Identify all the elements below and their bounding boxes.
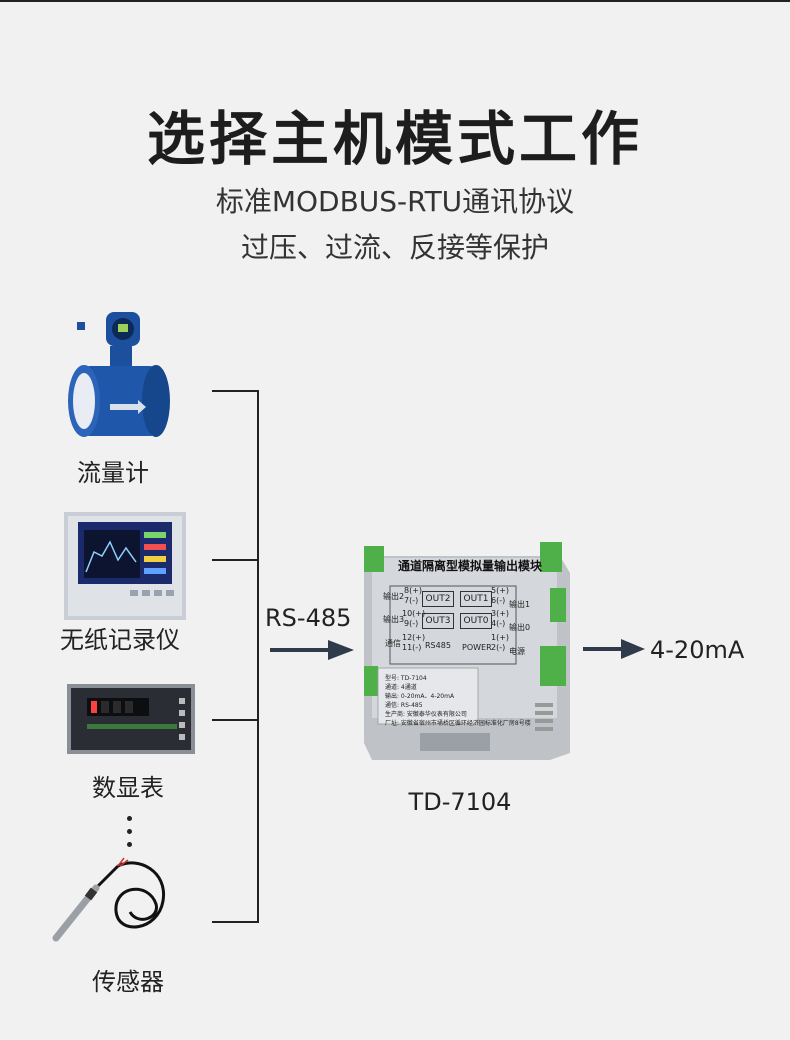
- out-box-out0: OUT0: [460, 613, 492, 629]
- output-arrow-icon: [583, 639, 645, 659]
- terminal-right-5: 1(+): [491, 633, 510, 642]
- terminal-right-4: 4(-): [491, 619, 506, 628]
- device-label-display-meter: 数显表: [92, 774, 164, 802]
- out-box-out3: OUT3: [422, 613, 454, 629]
- top-border: [0, 0, 790, 2]
- flowmeter-icon: [68, 312, 170, 437]
- input-arrow-icon: [270, 640, 354, 660]
- terminal-tag-out0: 输出0: [509, 623, 531, 632]
- module-info-maker: 生产商: 安徽泰华仪表有限公司: [385, 711, 467, 718]
- module-bus-label: RS485: [425, 641, 451, 650]
- terminal-left-5: 12(+): [402, 633, 426, 642]
- terminal-tag-out1: 输出1: [509, 600, 531, 609]
- connector-display-meter: [212, 719, 259, 721]
- bus-bracket: [257, 390, 259, 923]
- module-info-channels: 通道: 4通道: [385, 684, 417, 691]
- subtitle-protection: 过压、过流、反接等保护: [240, 231, 549, 264]
- out-box-out1: OUT1: [460, 591, 492, 607]
- ellipsis-dot: [127, 829, 132, 834]
- module-model-label: TD-7104: [408, 788, 512, 816]
- terminal-left-3: 10(+): [402, 609, 426, 618]
- module-info-model: 型号: TD-7104: [385, 675, 427, 682]
- terminal-left-1: 8(+): [404, 586, 423, 595]
- terminal-right-6: 2(-): [491, 643, 506, 652]
- subtitle-protocol: 标准MODBUS-RTU通讯协议: [215, 185, 575, 218]
- sensor-icon: [52, 857, 165, 942]
- device-label-flowmeter: 流量计: [77, 459, 149, 487]
- connector-recorder: [212, 559, 259, 561]
- terminal-right-3: 3(+): [491, 609, 510, 618]
- device-label-recorder: 无纸记录仪: [60, 626, 180, 654]
- terminal-right-2: 6(-): [491, 596, 506, 605]
- paperless-recorder-icon: [64, 512, 186, 620]
- module-info-output: 输出: 0-20mA、4-20mA: [385, 693, 455, 700]
- module-panel-title: 通道隔离型模拟量输出模块: [397, 559, 542, 573]
- module-info-address: 厂址: 安徽省宿州市埇桥区循环经济园标准化厂房8号楼: [385, 720, 531, 727]
- page-title: 选择主机模式工作: [146, 105, 643, 173]
- connector-flowmeter: [212, 390, 259, 392]
- terminal-left-4: 9(-): [404, 619, 419, 628]
- terminal-left-6: 11(-): [402, 643, 422, 652]
- module-info-comm: 通信: RS-485: [385, 702, 423, 709]
- ellipsis-dot: [127, 842, 132, 847]
- connector-sensor: [212, 921, 259, 923]
- input-protocol-label: RS-485: [265, 604, 352, 632]
- digital-display-meter-icon: [67, 684, 195, 754]
- out-box-out2: OUT2: [422, 591, 454, 607]
- module-power-label: POWER: [462, 643, 492, 652]
- terminal-tag-power: 电源: [509, 647, 525, 656]
- terminal-left-2: 7(-): [404, 596, 419, 605]
- terminal-tag-out3: 输出3: [383, 615, 405, 624]
- ellipsis-dot: [127, 816, 132, 821]
- terminal-tag-out2: 输出2: [383, 592, 405, 601]
- device-label-sensor: 传感器: [92, 968, 164, 996]
- output-signal-label: 4-20mA: [650, 636, 745, 664]
- terminal-right-1: 5(+): [491, 586, 510, 595]
- isolation-module-image: [364, 542, 570, 760]
- terminal-tag-comm: 通信: [385, 639, 401, 648]
